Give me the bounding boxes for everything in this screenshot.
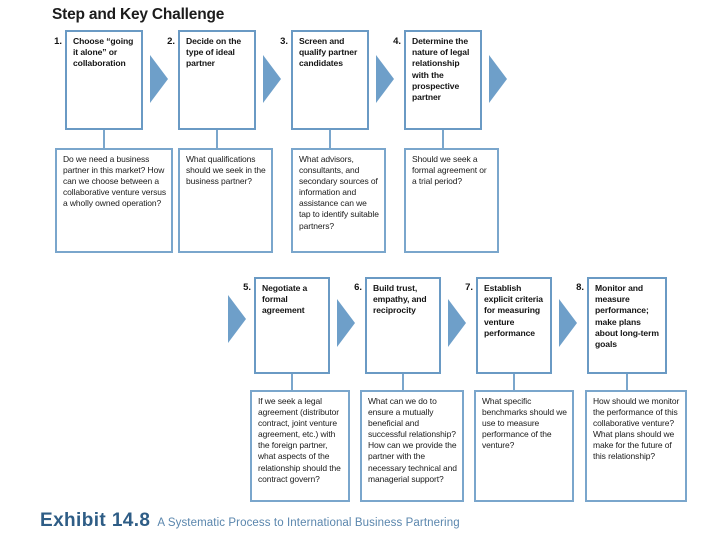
- arrow-icon-rowbreak: [228, 295, 246, 343]
- step-box-5[interactable]: Negotiate a formal agreement: [254, 277, 330, 374]
- connector-1: [103, 130, 105, 148]
- step-number-7: 7.: [465, 282, 473, 293]
- step-number-5: 5.: [243, 282, 251, 293]
- page-title: Step and Key Challenge: [52, 6, 225, 23]
- question-box-3[interactable]: What advisors, consultants, and secondar…: [291, 148, 386, 253]
- arrow-icon-4: [489, 55, 507, 103]
- arrow-icon-7: [559, 299, 577, 347]
- question-label-2: What qualifications should we seek in th…: [186, 154, 266, 187]
- step-label-3: Screen and qualify partner candidates: [299, 36, 358, 69]
- question-box-6[interactable]: What can we do to ensure a mutually bene…: [360, 390, 464, 502]
- connector-2: [216, 130, 218, 148]
- step-number-8: 8.: [576, 282, 584, 293]
- step-label-4: Determine the nature of legal relationsh…: [412, 36, 470, 103]
- connector-6: [402, 374, 404, 390]
- arrow-icon-5: [337, 299, 355, 347]
- step-number-2: 2.: [167, 36, 175, 47]
- arrow-icon-3: [376, 55, 394, 103]
- arrow-icon-6: [448, 299, 466, 347]
- exhibit-subtitle: A Systematic Process to International Bu…: [157, 517, 460, 529]
- step-box-7[interactable]: Establish explicit criteria for measurin…: [476, 277, 552, 374]
- step-number-1: 1.: [54, 36, 62, 47]
- step-label-7: Establish explicit criteria for measurin…: [484, 283, 543, 338]
- connector-5: [291, 374, 293, 390]
- question-box-4[interactable]: Should we seek a formal agreement or a t…: [404, 148, 499, 253]
- question-box-1[interactable]: Do we need a business partner in this ma…: [55, 148, 173, 253]
- question-label-4: Should we seek a formal agreement or a t…: [412, 154, 487, 187]
- step-box-6[interactable]: Build trust, empathy, and reciprocity: [365, 277, 441, 374]
- step-box-4[interactable]: Determine the nature of legal relationsh…: [404, 30, 482, 130]
- step-number-3: 3.: [280, 36, 288, 47]
- step-box-1[interactable]: Choose “going it alone” or collaboration: [65, 30, 143, 130]
- question-box-5[interactable]: If we seek a legal agreement (distributo…: [250, 390, 350, 502]
- connector-4: [442, 130, 444, 148]
- question-box-8[interactable]: How should we monitor the performance of…: [585, 390, 687, 502]
- step-box-3[interactable]: Screen and qualify partner candidates: [291, 30, 369, 130]
- question-label-3: What advisors, consultants, and secondar…: [299, 154, 379, 231]
- exhibit-caption: Exhibit 14.8 A Systematic Process to Inte…: [40, 510, 460, 532]
- connector-7: [513, 374, 515, 390]
- question-label-8: How should we monitor the performance of…: [593, 396, 680, 462]
- step-label-1: Choose “going it alone” or collaboration: [73, 36, 134, 69]
- step-label-5: Negotiate a formal agreement: [262, 283, 308, 316]
- arrow-icon-1: [150, 55, 168, 103]
- arrow-icon-2: [263, 55, 281, 103]
- step-number-4: 4.: [393, 36, 401, 47]
- connector-3: [329, 130, 331, 148]
- connector-8: [626, 374, 628, 390]
- question-label-6: What can we do to ensure a mutually bene…: [368, 396, 457, 484]
- step-label-2: Decide on the type of ideal partner: [186, 36, 242, 69]
- question-label-1: Do we need a business partner in this ma…: [63, 154, 167, 209]
- question-label-7: What specific benchmarks should we use t…: [482, 396, 567, 451]
- step-label-8: Monitor and measure performance; make pl…: [595, 283, 659, 350]
- question-box-2[interactable]: What qualifications should we seek in th…: [178, 148, 273, 253]
- step-number-6: 6.: [354, 282, 362, 293]
- exhibit-number: Exhibit 14.8: [40, 510, 151, 531]
- step-box-8[interactable]: Monitor and measure performance; make pl…: [587, 277, 667, 374]
- step-label-6: Build trust, empathy, and reciprocity: [373, 283, 427, 316]
- question-label-5: If we seek a legal agreement (distributo…: [258, 396, 341, 484]
- question-box-7[interactable]: What specific benchmarks should we use t…: [474, 390, 574, 502]
- step-box-2[interactable]: Decide on the type of ideal partner: [178, 30, 256, 130]
